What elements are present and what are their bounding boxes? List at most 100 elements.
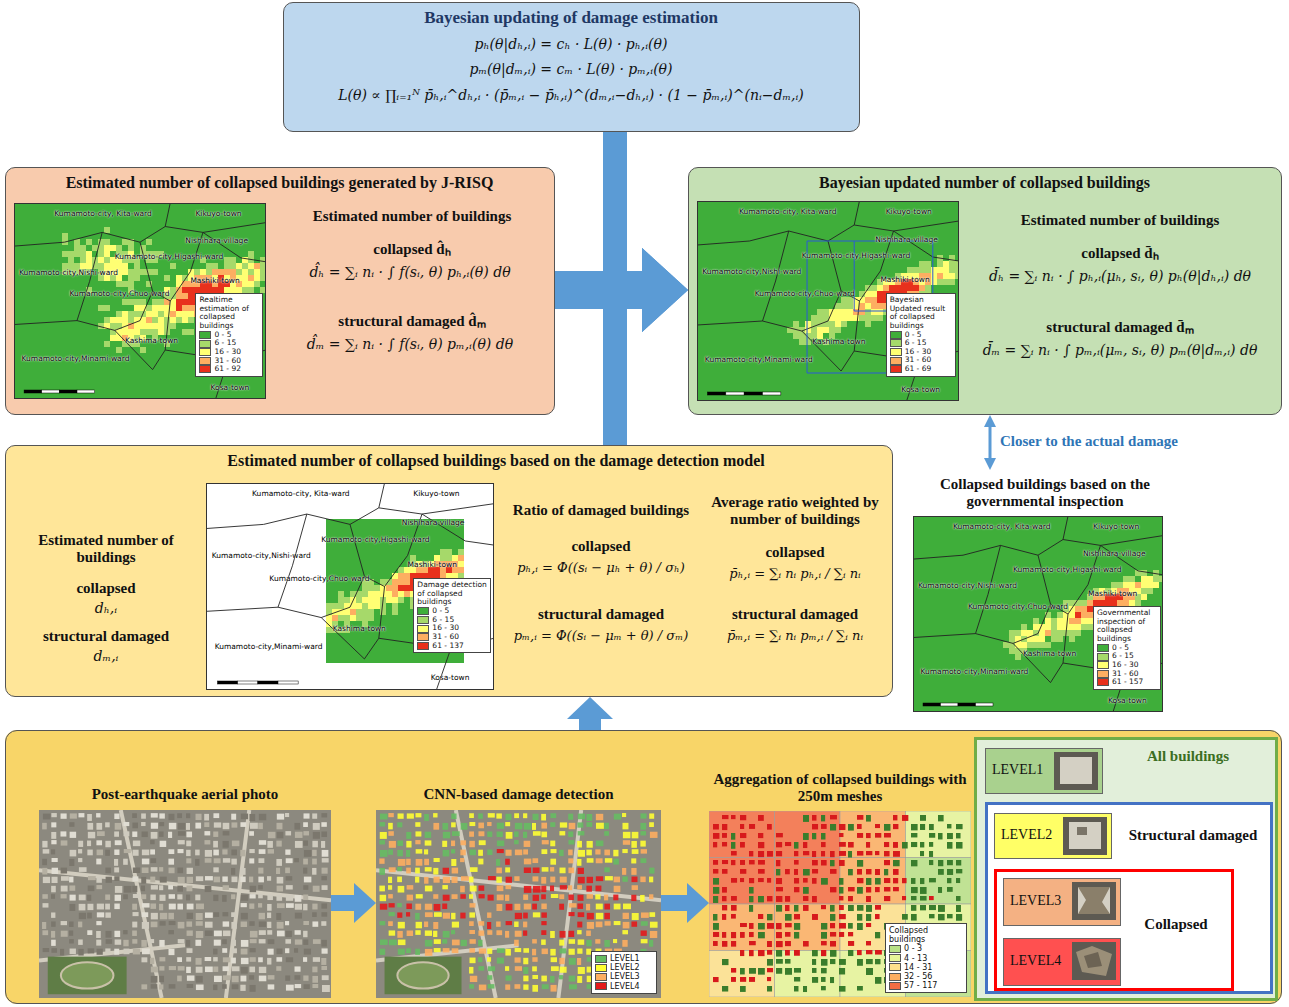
building	[425, 832, 432, 838]
building	[231, 822, 237, 827]
building	[240, 868, 245, 875]
building	[488, 813, 495, 817]
building	[133, 850, 139, 856]
building	[496, 868, 502, 874]
mesh-cell	[398, 531, 404, 537]
building	[613, 859, 618, 865]
mesh-cell	[458, 657, 464, 663]
mesh-cell	[422, 531, 428, 537]
building	[397, 912, 402, 917]
mesh-cell	[446, 537, 452, 543]
building	[277, 922, 284, 929]
mesh-cell	[182, 317, 188, 323]
mesh-cell	[368, 633, 374, 639]
mesh-cell	[212, 305, 218, 311]
photo-ground	[39, 810, 331, 998]
mesh-cell	[1153, 576, 1159, 582]
mesh-cell	[338, 549, 344, 555]
mesh-cell	[434, 549, 440, 555]
mesh-cell	[182, 287, 188, 293]
mesh-cell	[877, 285, 883, 291]
building	[141, 957, 147, 962]
building	[632, 849, 639, 854]
mesh-cell	[392, 591, 398, 597]
building	[168, 885, 173, 889]
building	[52, 858, 58, 862]
mesh-cell	[392, 561, 398, 567]
mesh-cell	[440, 603, 446, 609]
mesh-cell	[140, 347, 146, 353]
mesh-cell	[386, 603, 392, 609]
mesh-cell	[152, 251, 158, 257]
mesh-cell	[152, 299, 158, 305]
mesh-cell	[332, 633, 338, 639]
bayes-update-box: Bayesian updating of damage estimationpₕ…	[283, 2, 860, 132]
building	[524, 859, 531, 865]
mesh-cell	[128, 317, 134, 323]
building	[632, 885, 638, 890]
mesh-cell	[350, 609, 356, 615]
building	[322, 868, 328, 874]
building	[541, 886, 546, 892]
building	[78, 849, 82, 853]
mesh-cell	[68, 251, 74, 257]
building	[523, 849, 528, 854]
mesh-cell	[1123, 576, 1129, 582]
mesh-cell	[128, 269, 134, 275]
mesh-cell	[446, 639, 452, 645]
mesh-cell	[434, 657, 440, 663]
cnn-detection-panel: CNN-based damage detection	[376, 786, 661, 1000]
mesh-cell	[242, 287, 248, 293]
mesh-cell	[805, 333, 811, 339]
building	[160, 877, 167, 883]
building	[303, 939, 308, 944]
building	[267, 930, 272, 935]
mesh-cell	[356, 615, 362, 621]
mesh-cell	[188, 299, 194, 305]
mesh-cell	[206, 305, 212, 311]
building	[250, 886, 256, 892]
mesh-cell	[230, 287, 236, 293]
building	[150, 840, 154, 844]
mesh-cell	[224, 311, 230, 317]
mesh-cell	[943, 261, 949, 267]
mesh-cell	[1129, 582, 1135, 588]
mesh-cell	[422, 627, 428, 633]
mesh-cell	[871, 315, 877, 321]
mesh-cell	[386, 519, 392, 525]
building	[424, 859, 429, 865]
mesh-cell	[332, 639, 338, 645]
mesh-cell	[428, 603, 434, 609]
mesh-cell	[446, 561, 452, 567]
mesh-cell	[422, 609, 428, 615]
mesh-cell	[1099, 618, 1105, 624]
mesh-cell	[452, 621, 458, 627]
building	[87, 913, 92, 919]
mesh-cell	[344, 543, 350, 549]
map-figure	[913, 516, 1163, 712]
building	[569, 823, 576, 829]
road	[121, 810, 162, 998]
mesh-cell	[428, 537, 434, 543]
mesh-cell	[188, 305, 194, 311]
building	[424, 849, 428, 854]
building	[568, 814, 573, 820]
mesh-cell	[248, 287, 254, 293]
building	[312, 868, 316, 875]
mesh-cell	[206, 275, 212, 281]
mesh-cell	[392, 585, 398, 591]
mesh-cell	[134, 323, 140, 329]
mesh-cell	[458, 627, 464, 633]
equation: p̄ₕ,ᵢ = ∑ᵢ nᵢ pₕ,ᵢ / ∑ᵢ nᵢ	[704, 566, 886, 581]
building	[286, 903, 294, 908]
mesh-cell	[859, 309, 865, 315]
mesh-cell	[386, 615, 392, 621]
mesh-cell	[122, 329, 128, 335]
building	[222, 984, 227, 989]
building	[87, 841, 91, 847]
mesh-cell	[326, 591, 332, 597]
mesh-cell	[847, 303, 853, 309]
building	[186, 886, 192, 892]
mesh-cell	[446, 591, 452, 597]
building	[196, 921, 203, 926]
